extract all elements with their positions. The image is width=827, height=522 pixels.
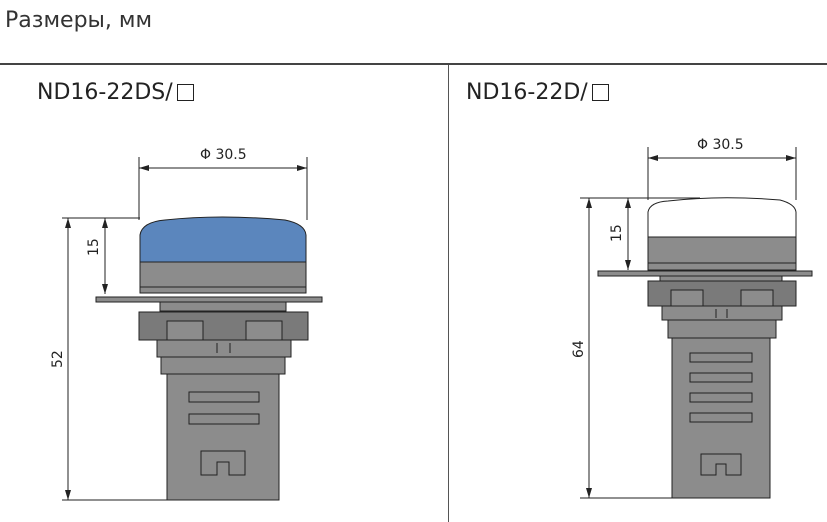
right-cap: [647, 197, 797, 238]
section-title: Размеры, мм: [5, 8, 153, 33]
left-model-name: ND16-22DS/: [37, 80, 173, 105]
left-total-height-label: 52: [50, 350, 66, 368]
right-lamp-drawing: [580, 147, 813, 499]
variant-box-icon: [176, 84, 194, 101]
right-total-height-label: 64: [571, 340, 587, 358]
left-lamp-drawing: [62, 157, 323, 501]
title-divider: [0, 63, 827, 65]
left-model-label: ND16-22DS/: [37, 80, 194, 105]
right-model-name: ND16-22D/: [466, 80, 588, 105]
right-diameter-label: Φ 30.5: [697, 137, 744, 153]
variant-box-icon: [591, 84, 609, 101]
left-diameter-label: Φ 30.5: [200, 147, 247, 163]
left-cap-height-label: 15: [86, 238, 102, 256]
right-cap-height-label: 15: [609, 224, 625, 242]
right-model-label: ND16-22D/: [466, 80, 609, 105]
column-divider: [448, 65, 449, 522]
left-cap: [139, 216, 307, 263]
